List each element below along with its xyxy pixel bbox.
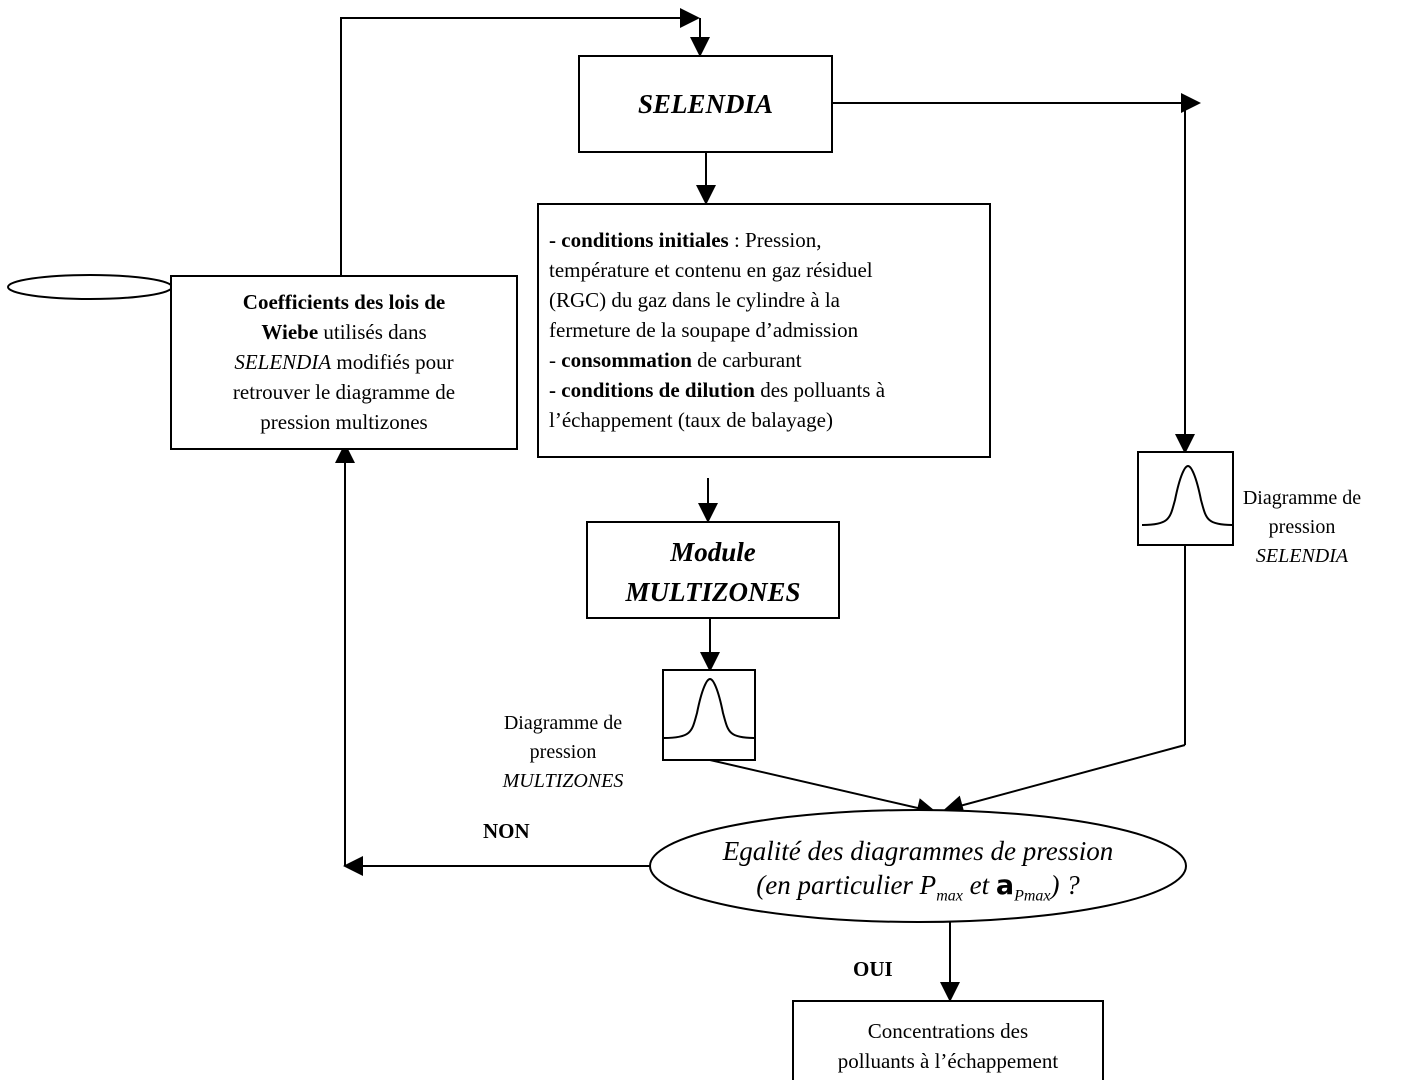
mz-diag-line3: MULTIZONES: [502, 770, 624, 792]
decision-line1: Egalité des diagrammes de pression: [722, 836, 1114, 866]
decision-line2: (en particulier Pmax et aPmax) ?: [650, 868, 1186, 913]
cond-line2: température et contenu en gaz résiduel: [549, 258, 873, 282]
multizones-diagram-label: Diagramme de pression MULTIZONES: [478, 709, 648, 796]
cond-line5-prefix: -: [549, 348, 562, 372]
arrow-selendia-to-decision: [943, 744, 1186, 815]
module-line2: MULTIZONES: [625, 577, 801, 607]
selendia-title: SELENDIA: [637, 89, 774, 119]
selendia-pressure-diagram: [1137, 451, 1234, 546]
wiebe-line3-rest: modifiés pour: [331, 350, 454, 374]
multizones-bell-curve-icon: [663, 677, 755, 739]
decision-alpha-symbol: a: [995, 870, 1015, 901]
cond-line6-rest: des polluants à: [754, 378, 886, 402]
cond-line5-rest: de carburant: [691, 348, 802, 372]
mz-diag-line2: pression: [529, 741, 597, 763]
non-label: NON: [483, 819, 530, 843]
decision-text: Egalité des diagrammes de pression (en p…: [650, 834, 1186, 913]
wiebe-line1: Coefficients des lois de: [242, 290, 446, 314]
cond-line7: l’échappement (taux de balayage): [549, 408, 833, 432]
arrow-multizones-to-decision: [709, 759, 937, 818]
decision-suffix: ) ?: [1050, 870, 1080, 900]
decision-ellipse: [649, 809, 1187, 923]
cond-initiales-label: - conditions initiales: [549, 228, 729, 252]
sel-diag-line1: Diagramme de: [1242, 487, 1362, 509]
selendia-box: SELENDIA: [578, 55, 833, 153]
decision-prefix: (en particulier P: [756, 870, 937, 900]
selendia-bell-curve-icon: [1141, 464, 1233, 526]
conditions-box: - conditions initiales : Pression, tempé…: [537, 203, 991, 458]
conditions-text: - conditions initiales : Pression, tempé…: [549, 225, 989, 435]
decision-sub-max: max: [936, 887, 963, 905]
result-line1: Concentrations des: [867, 1019, 1029, 1043]
wiebe-line2-rest: utilisés dans: [318, 320, 427, 344]
selendia-diagram-label: Diagramme de pression SELENDIA: [1232, 484, 1372, 571]
module-line1: Module: [670, 537, 756, 567]
side-loop: [7, 274, 173, 300]
multizones-module-box: Module MULTIZONES: [586, 521, 840, 619]
wiebe-text: Coefficients des lois de Wiebe utilisés …: [172, 287, 516, 437]
sel-diag-line2: pression: [1268, 516, 1336, 538]
loop-line-top: [340, 8, 700, 275]
cond-consommation-label: consommation: [561, 348, 692, 372]
wiebe-bold: Wiebe: [261, 320, 319, 344]
decision-sub-pmax: Pmax: [1014, 887, 1051, 905]
sel-diag-line3: SELENDIA: [1255, 545, 1349, 567]
mz-diag-line1: Diagramme de: [503, 712, 623, 734]
wiebe-line5: pression multizones: [260, 410, 428, 434]
wiebe-selendia: SELENDIA: [234, 350, 332, 374]
cond-line4: fermeture de la soupape d’admission: [549, 318, 859, 342]
multizones-pressure-diagram: [662, 669, 756, 761]
cond-dilution-label: - conditions de dilution: [549, 378, 755, 402]
wiebe-line4: retrouver le diagramme de: [232, 380, 456, 404]
result-text: Concentrations des polluants à l’échappe…: [794, 1016, 1102, 1076]
cond-initiales-rest: : Pression,: [728, 228, 822, 252]
oui-label: OUI: [853, 957, 893, 981]
cond-line3: (RGC) du gaz dans le cylindre à la: [549, 288, 840, 312]
result-box: Concentrations des polluants à l’échappe…: [792, 1000, 1104, 1080]
wiebe-box: Coefficients des lois de Wiebe utilisés …: [170, 275, 518, 450]
result-line2: polluants à l’échappement: [837, 1049, 1059, 1073]
decision-mid: et: [962, 870, 996, 900]
